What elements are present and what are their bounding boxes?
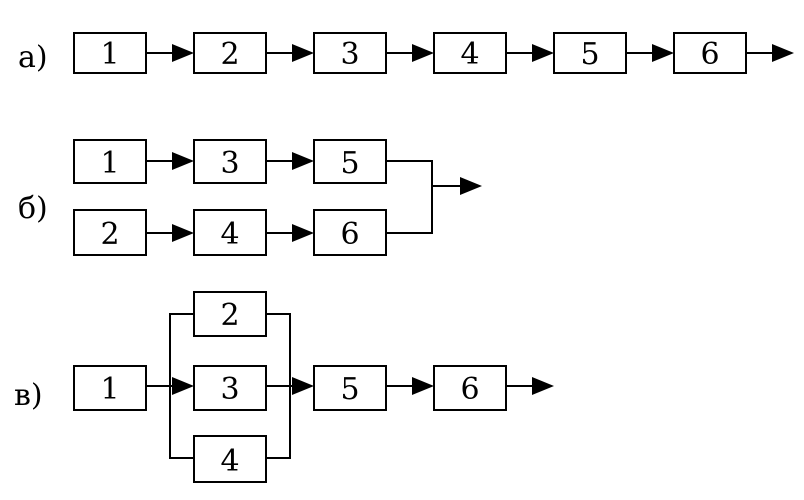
diagram-a-block-3: 3	[313, 32, 387, 74]
diagram-b-arrow-1-3	[146, 152, 194, 170]
diagram-c-block-5: 5	[313, 365, 387, 411]
diagram-b-arrow-4-6	[266, 224, 314, 242]
diagram-a-arrow-2	[266, 44, 314, 62]
diagram-b-arrow-out	[432, 177, 482, 195]
diagram-a-arrow-4	[506, 44, 554, 62]
diagram-b-block-4: 4	[193, 209, 267, 256]
diagram-b-block-4-label: 4	[220, 217, 239, 252]
diagram-a-block-4: 4	[433, 32, 507, 74]
diagram-c-block-6-label: 6	[460, 372, 479, 407]
diagram-b-block-2-label: 2	[100, 217, 119, 252]
diagram-a-block-2-label: 2	[220, 37, 239, 72]
diagram-b-arrow-2-4	[146, 224, 194, 242]
diagram-a-block-4-label: 4	[460, 37, 479, 72]
diagram-c-block-2: 2	[193, 291, 267, 337]
diagram-a-arrow-1	[146, 44, 194, 62]
diagram-a-block-1: 1	[73, 32, 147, 74]
diagram-c-join-connector	[266, 313, 314, 459]
diagram-a-arrow-3	[386, 44, 434, 62]
diagram-b-merge-connector	[386, 160, 433, 234]
diagram-a-block-6: 6	[673, 32, 747, 74]
diagram-c-label: в)	[14, 378, 43, 413]
diagram-a-block-3-label: 3	[340, 37, 359, 72]
diagram-c-block-4-label: 4	[220, 444, 239, 479]
diagram-b-block-5-label: 5	[340, 146, 359, 181]
diagram-c-block-2-label: 2	[220, 298, 239, 333]
diagram-c-block-5-label: 5	[340, 372, 359, 407]
diagram-c-arrow-5-6	[386, 377, 434, 395]
diagram-b-block-3: 3	[193, 139, 267, 184]
diagram-b-block-5: 5	[313, 139, 387, 184]
diagram-b-arrow-3-5	[266, 152, 314, 170]
diagram-c: в) 1 2 3 4 5 6	[14, 291, 554, 483]
diagram-a: а) 1 2 3 4 5 6	[18, 32, 794, 75]
diagram-a-block-1-label: 1	[100, 37, 119, 72]
diagram-a-block-6-label: 6	[700, 37, 719, 72]
diagram-b-block-2: 2	[73, 209, 147, 256]
diagram-b: б) 1 3 5 2 4 6	[18, 139, 482, 256]
diagram-c-split-connector	[146, 313, 194, 459]
diagram-b-label: б)	[18, 191, 48, 226]
diagram-a-block-5: 5	[553, 32, 627, 74]
diagram-c-block-1: 1	[73, 365, 147, 411]
diagram-b-block-1: 1	[73, 139, 147, 184]
diagram-c-arrow-out	[506, 377, 554, 395]
diagram-b-block-6-label: 6	[340, 217, 359, 252]
diagram-a-label: а)	[18, 40, 48, 75]
diagram-a-arrow-5	[626, 44, 674, 62]
diagram-a-block-2: 2	[193, 32, 267, 74]
diagram-b-block-6: 6	[313, 209, 387, 256]
diagram-c-block-3-label: 3	[220, 372, 239, 407]
diagram-c-block-1-label: 1	[100, 372, 119, 407]
diagram-c-block-3: 3	[193, 365, 267, 411]
diagram-a-arrow-out	[746, 44, 794, 62]
diagram-b-block-1-label: 1	[100, 146, 119, 181]
diagram-c-block-6: 6	[433, 365, 507, 411]
diagram-a-block-5-label: 5	[580, 37, 599, 72]
diagram-b-block-3-label: 3	[220, 146, 239, 181]
diagram-c-block-4: 4	[193, 435, 267, 483]
